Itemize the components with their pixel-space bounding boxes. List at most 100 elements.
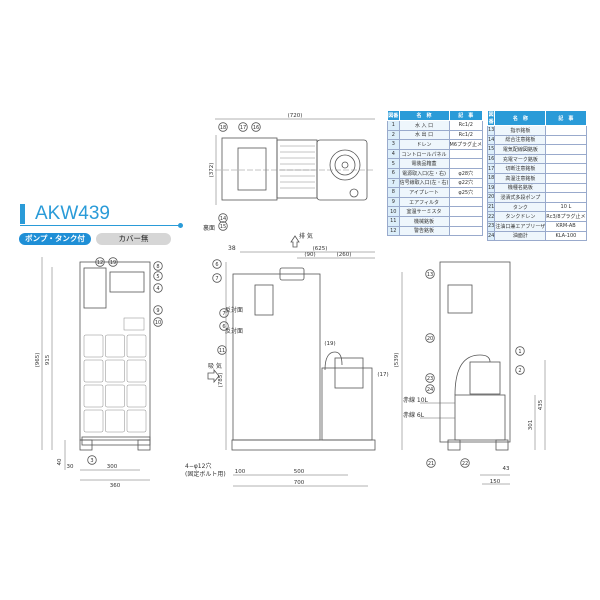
callout-number: 17 <box>240 125 246 131</box>
opposite-side-label-7: 反対面 <box>225 306 243 314</box>
opposite-side-label-6: 反対面 <box>225 327 243 335</box>
callout-7: 7 <box>212 273 222 283</box>
col-no: 図番 <box>486 110 496 126</box>
callout-8: 8 <box>153 261 163 271</box>
front-offset: 30 <box>67 464 74 470</box>
dim-625: (625) <box>313 246 328 252</box>
callout-number: 1 <box>518 349 521 355</box>
air-filter-cell <box>126 409 147 433</box>
col-name: 名 称 <box>494 110 547 126</box>
callout-number: 15 <box>220 224 226 230</box>
air-filter-cell <box>83 334 104 358</box>
air-filter-cell <box>126 359 147 383</box>
callout-number: 9 <box>156 308 159 314</box>
callout-number: 6 <box>222 324 225 330</box>
dim-301: 301 <box>528 420 534 431</box>
dim-19: (19) <box>324 341 335 347</box>
callout-1: 1 <box>515 346 525 356</box>
callout-number: 11 <box>219 348 225 354</box>
top-depth-dim: (372) <box>209 163 215 178</box>
col-note: 記 事 <box>545 110 587 126</box>
callout-number: 6 <box>215 262 218 268</box>
air-filter-cell <box>105 359 125 383</box>
front-width: 360 <box>110 483 121 489</box>
callout-number: 12 <box>97 260 103 266</box>
callout-22: 22 <box>460 458 470 468</box>
title-underline-dot <box>178 223 183 228</box>
dim-435: 435 <box>538 399 544 410</box>
callout-number: 2 <box>518 368 521 374</box>
callout-number: 7 <box>222 311 225 317</box>
dim-38: 38 <box>228 245 236 252</box>
dim-700: 700 <box>294 480 305 486</box>
height-785: (785) <box>218 373 224 388</box>
callout-number: 16 <box>253 125 259 131</box>
callout-6: 6 <box>212 259 222 269</box>
callout-19: 19 <box>108 257 118 267</box>
callout-5: 5 <box>153 271 163 281</box>
air-filter-cell <box>105 384 125 408</box>
top-view: (720) (372) 裏面 <box>203 113 375 232</box>
front-pitch: 300 <box>107 464 118 470</box>
top-width-dim: (720) <box>288 113 303 119</box>
callout-number: 14 <box>220 216 226 222</box>
air-filter-cell <box>126 384 147 408</box>
callout-number: 7 <box>215 276 218 282</box>
callout-number: 10 <box>155 320 161 326</box>
callout-9: 9 <box>153 305 163 315</box>
callout-20: 20 <box>425 333 435 343</box>
air-filter-cell <box>105 334 125 358</box>
callout-10: 10 <box>153 317 163 327</box>
air-filter-cell <box>83 359 104 383</box>
dim-500: 500 <box>294 469 305 475</box>
callout-15: 15 <box>218 221 228 231</box>
exhaust-label: 排 気 <box>299 232 313 240</box>
callout-number: 20 <box>427 336 433 342</box>
callout-number: 3 <box>90 458 93 464</box>
height-539: (539) <box>394 353 400 368</box>
callout-23: 23 <box>425 373 435 383</box>
dim-43: 43 <box>503 466 510 472</box>
red-line-6l: 赤線 6L <box>403 411 425 419</box>
front-height-body: 915 <box>45 354 51 365</box>
bolt-note-1: 4−φ12穴 <box>185 462 211 470</box>
callout-number: 19 <box>110 260 116 266</box>
callout-number: 18 <box>220 125 226 131</box>
front-foot-height: 40 <box>57 458 63 465</box>
cell-name: 警告銘板 <box>398 225 450 237</box>
dim-150: 150 <box>490 479 501 485</box>
air-filter-cell <box>83 409 104 433</box>
callout-17: 17 <box>238 122 248 132</box>
bolt-note-2: (固定ボルト用) <box>185 470 226 478</box>
callout-number: 8 <box>156 264 159 270</box>
intake-label: 吸 気 <box>208 362 222 370</box>
cell-no: 24 <box>486 230 496 242</box>
callout-14: 14 <box>218 213 228 223</box>
dim-90: (90) <box>304 252 315 258</box>
callout-2: 2 <box>515 365 525 375</box>
title-underline <box>20 225 180 226</box>
front-height-total: (965) <box>35 353 41 368</box>
callout-6: 6 <box>219 321 229 331</box>
cell-note <box>448 225 483 237</box>
callout-number: 13 <box>427 272 433 278</box>
callout-3: 3 <box>87 455 97 465</box>
air-filter-cell <box>105 409 125 433</box>
col-note: 記 事 <box>448 110 483 121</box>
callout-21: 21 <box>426 458 436 468</box>
callout-11: 11 <box>217 345 227 355</box>
red-line-10l: 赤線 10L <box>403 396 429 404</box>
callout-number: 4 <box>156 286 159 292</box>
badge-cover: カバー無 <box>96 233 171 245</box>
callout-7: 7 <box>219 308 229 318</box>
